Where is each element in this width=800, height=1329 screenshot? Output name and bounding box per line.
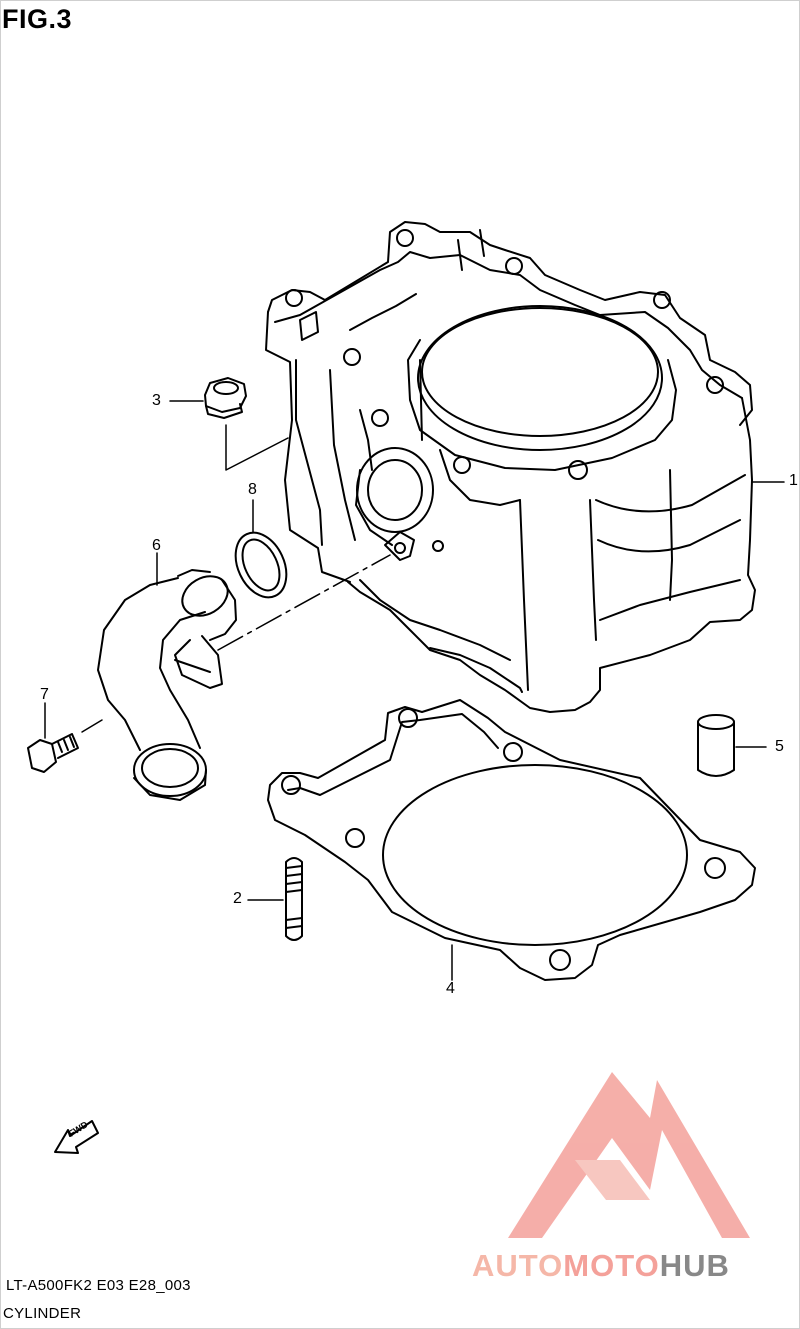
callout-3: 3 <box>152 392 161 409</box>
figure-title: FIG.3 <box>2 4 73 34</box>
brand-part-hub: HUB <box>659 1248 730 1283</box>
brand-wordmark: AUTOMOTOHUB <box>472 1248 730 1284</box>
gasket-part-4 <box>267 699 756 981</box>
bolt-part-7 <box>27 702 103 773</box>
callout-2: 2 <box>233 890 242 907</box>
callout-4: 4 <box>446 980 455 997</box>
callout-1: 1 <box>789 472 798 489</box>
callout-5: 5 <box>775 738 784 755</box>
model-code: LT-A500FK2 E03 E28_003 <box>6 1277 191 1294</box>
fwd-arrow-icon <box>54 1120 99 1154</box>
brand-part-moto: MOTO <box>563 1248 660 1283</box>
brand-part-auto: AUTO <box>472 1248 564 1283</box>
section-name: CYLINDER <box>3 1305 82 1322</box>
nut-part-3 <box>169 377 289 471</box>
intake-pipe-part-6 <box>97 552 237 801</box>
stud-bolt-part-2 <box>247 857 303 941</box>
o-ring-part-8 <box>234 499 288 599</box>
dowel-pin-part-5 <box>697 714 767 777</box>
assembly-axis-line <box>217 554 391 651</box>
automotohub-logo-icon <box>508 1072 750 1238</box>
callout-7: 7 <box>40 686 49 703</box>
callout-6: 6 <box>152 537 161 554</box>
callout-8: 8 <box>248 481 257 498</box>
cylinder-block-part-1 <box>265 221 785 713</box>
